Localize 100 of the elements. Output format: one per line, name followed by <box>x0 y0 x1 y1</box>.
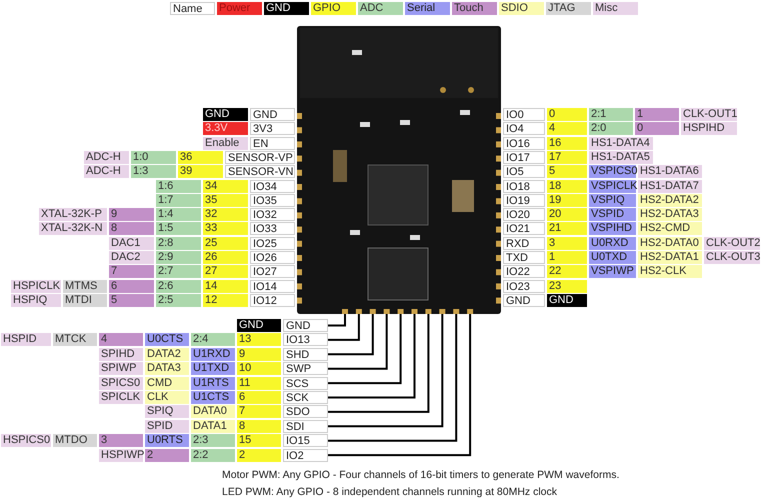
legend-key: ADC <box>358 2 403 15</box>
pin-name: SCS <box>283 376 328 390</box>
legend-key: SDIO <box>499 2 544 15</box>
serial-function: VSPIWP <box>589 265 636 278</box>
jtag-function: MTCK <box>53 333 97 346</box>
serial-function: VSPID <box>589 208 636 222</box>
gpio-number: 35 <box>203 194 248 207</box>
sdio-function: DATA3 <box>145 362 189 376</box>
gpio-number: 36 <box>178 150 223 164</box>
misc-function: ADC-H <box>84 165 129 178</box>
misc-function: SPIHD <box>99 348 143 361</box>
gpio-number: 7 <box>237 405 281 418</box>
adc-channel: 1:5 <box>156 222 201 236</box>
pin-name: IO12 <box>250 294 295 307</box>
misc-function: DAC1 <box>109 236 154 250</box>
pin-name: GND <box>503 294 545 307</box>
adc-channel: 2:5 <box>156 294 201 307</box>
gpio-number: 20 <box>547 208 587 222</box>
misc-function: SPICS0 <box>99 376 143 390</box>
leader-line <box>328 314 458 442</box>
leader-line <box>328 314 388 370</box>
sdio-function: HS2-CMD <box>638 222 702 236</box>
gpio-number: 32 <box>203 208 248 222</box>
gpio-number: 6 <box>237 391 281 404</box>
gpio-number: 10 <box>237 362 281 376</box>
gpio-number: 19 <box>547 194 587 207</box>
ground-label: GND <box>237 319 281 332</box>
pin-name: SDO <box>283 405 328 418</box>
pin-name: IO32 <box>250 208 295 222</box>
pin-name: IO17 <box>503 150 545 164</box>
gpio-number: 9 <box>237 348 281 361</box>
pin-name: IO23 <box>503 280 545 293</box>
pin-name: IO13 <box>283 333 328 346</box>
pin-name: IO22 <box>503 265 545 278</box>
misc-function: ADC-H <box>84 150 129 164</box>
pin-name: SENSOR-VP <box>225 150 295 164</box>
adc-channel: 1:4 <box>156 208 201 222</box>
power-label: 3.3V <box>203 122 248 136</box>
ground-label: GND <box>547 294 587 307</box>
gpio-number: 3 <box>547 236 587 250</box>
misc-function: XTAL-32K-P <box>39 208 107 222</box>
sdio-function: HS2-DATA1 <box>638 251 702 264</box>
legend-key: Misc <box>593 2 638 15</box>
gpio-number: 8 <box>237 420 281 433</box>
adc-channel: 2:0 <box>589 122 633 136</box>
gpio-number: 15 <box>237 434 281 448</box>
pin-name: IO26 <box>250 251 295 264</box>
serial-function: VSPIHD <box>589 222 636 236</box>
pin-name: IO2 <box>283 448 328 462</box>
gpio-number: 5 <box>547 165 587 178</box>
touch-channel: 2 <box>145 448 189 462</box>
adc-channel: 2:2 <box>191 448 235 462</box>
pin-name: SCK <box>283 391 328 404</box>
gpio-number: 27 <box>203 265 248 278</box>
gpio-number: 26 <box>203 251 248 264</box>
pin-name: IO18 <box>503 180 545 192</box>
sdio-function: HS2-CLK <box>638 265 702 278</box>
misc-function: CLK-OUT3 <box>704 251 760 264</box>
adc-channel: 2:3 <box>191 434 235 448</box>
misc-function: HSPID <box>1 333 51 346</box>
pin-name: IO21 <box>503 222 545 236</box>
pin-name: SHD <box>283 348 328 361</box>
touch-channel: 4 <box>99 333 143 346</box>
misc-function: HSPIWP <box>99 448 143 462</box>
sdio-function: HS2-DATA0 <box>638 236 702 250</box>
serial-function: VSPICS0 <box>589 165 636 178</box>
pin-name: SDI <box>283 420 328 433</box>
pin-name: IO14 <box>250 280 295 293</box>
touch-channel: 9 <box>109 208 154 222</box>
misc-function: CLK-OUT1 <box>681 108 737 121</box>
pin-name: GND <box>250 108 295 121</box>
sdio-function: DATA2 <box>145 348 189 361</box>
adc-channel: 2:9 <box>156 251 201 264</box>
legend-key: Power <box>217 2 262 15</box>
adc-channel: 2:7 <box>156 265 201 278</box>
legend-key: GPIO <box>311 2 356 15</box>
pin-name: IO35 <box>250 194 295 207</box>
leader-line <box>328 314 346 326</box>
pin-name: IO16 <box>503 136 545 150</box>
misc-function: DAC2 <box>109 251 154 264</box>
misc-function: HSPICLK <box>11 280 61 293</box>
pin-name: IO0 <box>503 108 545 121</box>
leader-line <box>328 314 444 428</box>
gpio-number: 17 <box>547 150 587 164</box>
touch-channel: 0 <box>635 122 679 136</box>
note-text: Motor PWM: Any GPIO - Four channels of 16-bit timers to generate PWM waveforms. <box>222 469 620 481</box>
jtag-function: MTMS <box>63 280 107 293</box>
pin-name: IO33 <box>250 222 295 236</box>
pin-name: IO34 <box>250 180 295 192</box>
sdio-function: HS2-DATA3 <box>638 208 702 222</box>
pin-name: IO20 <box>503 208 545 222</box>
adc-channel: 1:3 <box>131 165 176 178</box>
pin-name: 3V3 <box>250 122 295 136</box>
pin-name: IO19 <box>503 194 545 207</box>
pin-name: RXD <box>503 236 545 250</box>
touch-channel: 7 <box>109 265 154 278</box>
adc-channel: 1:6 <box>156 180 201 192</box>
leader-line <box>328 314 402 384</box>
gpio-number: 22 <box>547 265 587 278</box>
gpio-number: 12 <box>203 294 248 307</box>
